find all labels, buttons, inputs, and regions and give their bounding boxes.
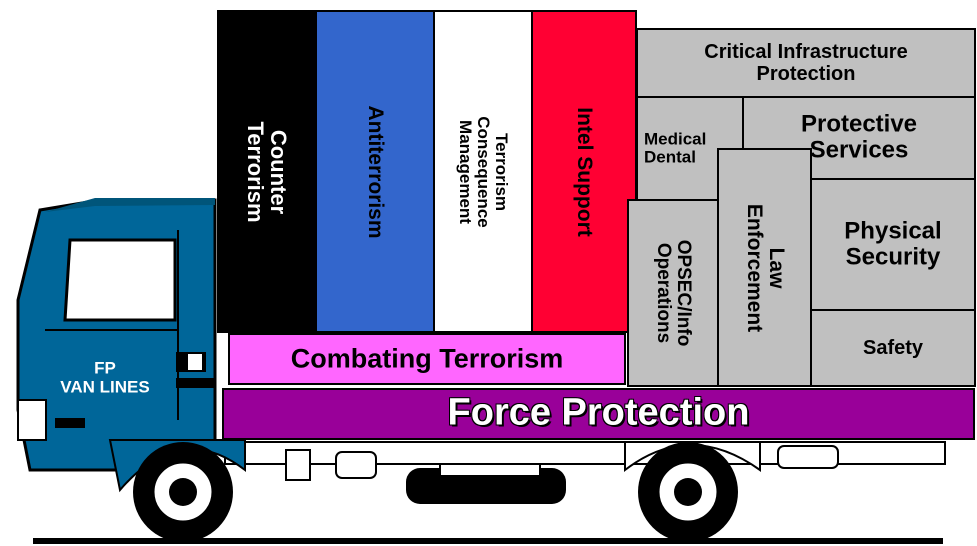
intel-support-block: Intel Support bbox=[531, 10, 637, 333]
safety-label: Safety bbox=[862, 337, 924, 359]
law-enforcement-label: Law Enforcement bbox=[742, 203, 788, 332]
physical-security-block: Physical Security bbox=[810, 178, 976, 311]
opsec-info-operations-block: OPSEC/Info Operations bbox=[627, 199, 719, 387]
critical-infrastructure-label: Critical Infrastructure Protection bbox=[704, 41, 908, 85]
consequence-management-label: Terrorism Consequence Management bbox=[456, 115, 511, 228]
protective-services-label: Protective Services bbox=[800, 110, 918, 164]
critical-infrastructure-block: Critical Infrastructure Protection bbox=[636, 28, 976, 98]
rear-wheel bbox=[638, 442, 738, 542]
physical-security-label: Physical Security bbox=[844, 217, 942, 271]
force-protection-bar: Force Protection bbox=[222, 388, 975, 440]
cab-window bbox=[63, 238, 177, 322]
antiterrorism-label: Antiterrorism bbox=[364, 104, 388, 239]
counter-terrorism-block: Counter Terrorism bbox=[217, 10, 317, 333]
medical-dental-label: Medical Dental bbox=[644, 128, 707, 167]
safety-block: Safety bbox=[810, 309, 976, 387]
counter-terrorism-label: Counter Terrorism bbox=[243, 120, 292, 223]
combating-terrorism-bar: Combating Terrorism bbox=[228, 333, 626, 385]
combating-terrorism-label: Combating Terrorism bbox=[290, 343, 564, 374]
opsec-info-operations-label: OPSEC/Info Operations bbox=[653, 239, 694, 347]
intel-support-label: Intel Support bbox=[573, 106, 597, 237]
force-protection-label: Force Protection bbox=[447, 391, 750, 434]
truck-door-label: FP VAN LINES bbox=[60, 358, 150, 396]
consequence-management-block: Terrorism Consequence Management bbox=[433, 10, 533, 333]
ground-line bbox=[33, 538, 943, 544]
law-enforcement-block: Law Enforcement bbox=[717, 148, 812, 387]
front-wheel bbox=[133, 442, 233, 542]
antiterrorism-block: Antiterrorism bbox=[315, 10, 435, 333]
